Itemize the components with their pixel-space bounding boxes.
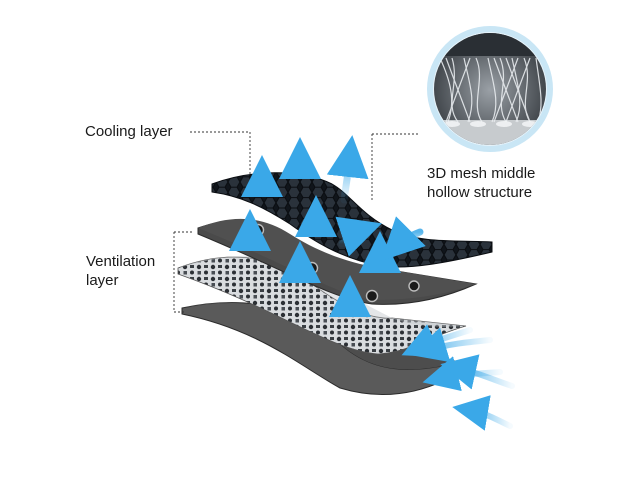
ventilation-layer-label: Ventilation layer bbox=[86, 253, 156, 289]
cooling-layer-label: Cooling layer bbox=[85, 123, 173, 140]
leader-lines bbox=[173, 131, 418, 313]
mesh-structure-label: 3D mesh middle hollow structure bbox=[427, 165, 536, 201]
airflow-arrow-icon bbox=[229, 135, 426, 326]
mesh-closeup-image bbox=[427, 26, 553, 152]
airflow-arrow-icon bbox=[401, 324, 515, 431]
